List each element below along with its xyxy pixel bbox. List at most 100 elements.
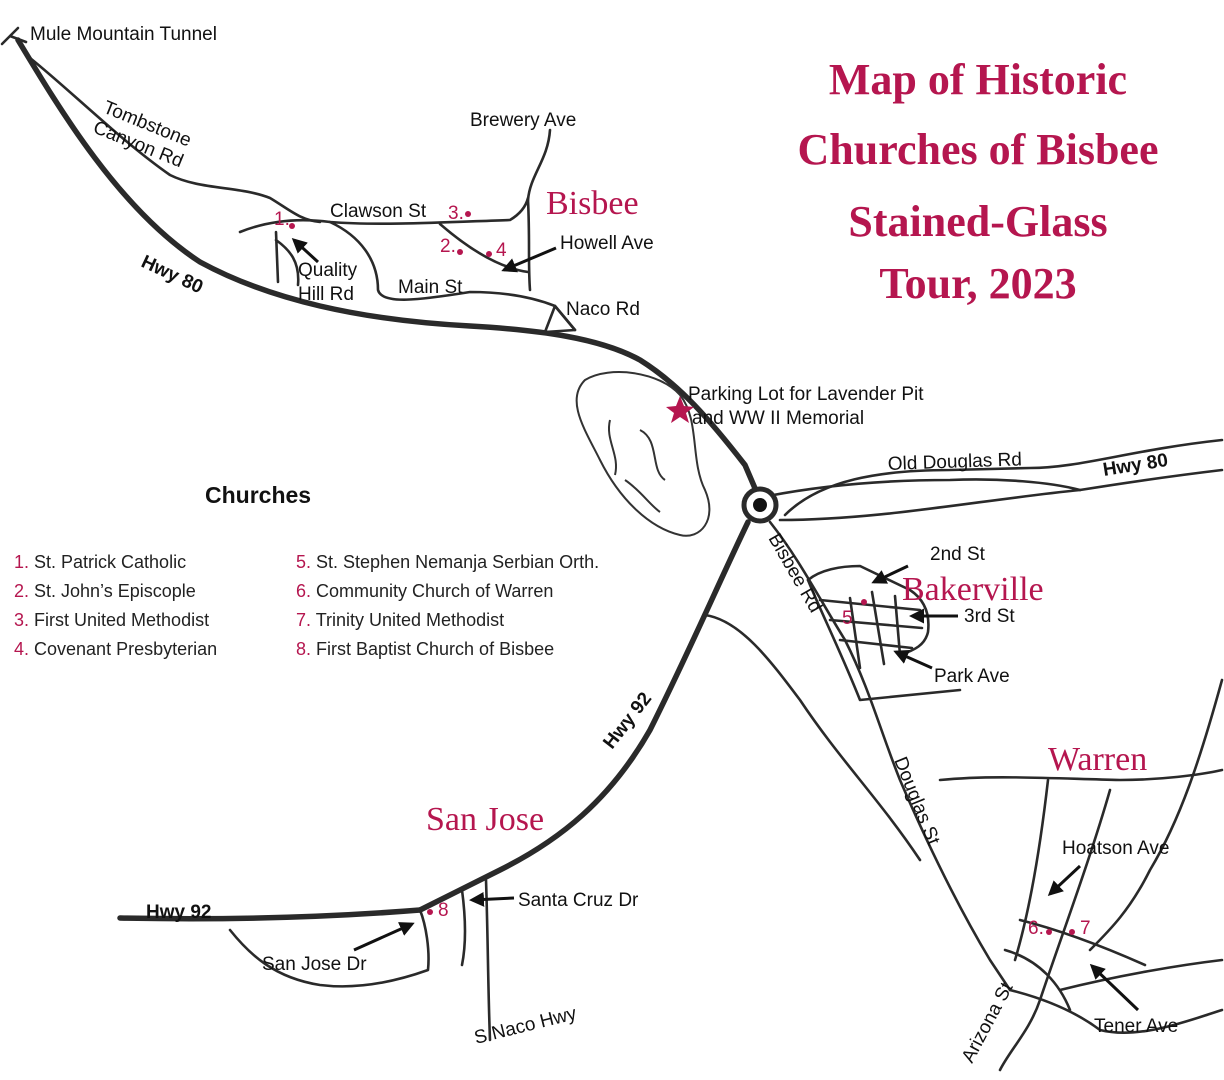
bakerville-grid bbox=[806, 564, 962, 702]
old-douglas-road bbox=[766, 478, 1082, 498]
town-warren: Warren bbox=[1048, 741, 1147, 778]
santa-cruz-drive bbox=[460, 888, 467, 967]
legend-item-number: 1. bbox=[14, 552, 34, 572]
marker-3-dot bbox=[465, 211, 471, 217]
label-quality-hill-2: Hill Rd bbox=[298, 284, 354, 305]
church-marker-1[interactable]: 1. bbox=[274, 209, 295, 230]
label-park-ave: Park Ave bbox=[934, 666, 1010, 687]
legend-item-2: 2. St. John’s Episcople bbox=[14, 581, 196, 601]
s-naco-highway bbox=[484, 878, 492, 1042]
label-hoatson-ave: Hoatson Ave bbox=[1062, 838, 1169, 859]
label-hwy-92-west: Hwy 92 bbox=[146, 902, 211, 923]
label-howell-ave: Howell Ave bbox=[560, 233, 654, 254]
label-parking-1: Parking Lot for Lavender Pit bbox=[688, 384, 924, 405]
marker-6-label: 6. bbox=[1028, 918, 1044, 939]
church-marker-2[interactable]: 2. bbox=[440, 236, 463, 257]
label-old-douglas-rd: Old Douglas Rd bbox=[887, 449, 1022, 475]
hwy-80-west bbox=[15, 37, 763, 503]
legend-item-7: 7. Trinity United Methodist bbox=[296, 610, 504, 630]
marker-5-dot bbox=[861, 599, 867, 605]
marker-2-label: 2. bbox=[440, 236, 456, 257]
map-title: Map of Historic Churches of Bisbee Stain… bbox=[798, 55, 1159, 308]
town-bisbee: Bisbee bbox=[546, 185, 639, 222]
legend-item-number: 6. bbox=[296, 581, 316, 601]
label-quality-hill-1: Quality bbox=[298, 260, 358, 281]
marker-4-label: 4 bbox=[496, 240, 507, 261]
howell-avenue bbox=[526, 198, 532, 292]
legend-item-4: 4. Covenant Presbyterian bbox=[14, 639, 217, 659]
hwy-80-east bbox=[778, 468, 1224, 522]
warren-grid bbox=[938, 678, 1224, 1072]
marker-3-label: 3. bbox=[448, 203, 464, 224]
quality-hill-road bbox=[274, 230, 300, 287]
label-clawson-st: Clawson St bbox=[330, 201, 427, 222]
legend-item-name: St. Patrick Catholic bbox=[34, 552, 186, 572]
church-marker-3[interactable]: 3. bbox=[448, 203, 471, 224]
label-hwy-80-east: Hwy 80 bbox=[1101, 450, 1169, 481]
san-jose-drive bbox=[228, 908, 430, 988]
town-labels: Bisbee Bakerville Warren San Jose bbox=[426, 185, 1147, 838]
label-parking-2: and WW II Memorial bbox=[692, 408, 864, 429]
title-line-1: Map of Historic bbox=[829, 55, 1127, 104]
eastern-road bbox=[783, 438, 1224, 517]
church-marker-6[interactable]: 6. bbox=[1028, 918, 1052, 939]
label-santa-cruz-dr: Santa Cruz Dr bbox=[518, 890, 639, 911]
clawson-street bbox=[238, 196, 530, 234]
marker-7-dot bbox=[1069, 929, 1075, 935]
legend-item-name: Trinity United Methodist bbox=[316, 610, 504, 630]
traffic-circle-center bbox=[753, 498, 767, 512]
church-marker-4[interactable]: 4 bbox=[486, 240, 507, 261]
label-mule-mountain-tunnel: Mule Mountain Tunnel bbox=[30, 24, 217, 45]
bisbee-road bbox=[768, 520, 1012, 992]
douglas-loop-road bbox=[703, 613, 922, 862]
label-brewery-ave: Brewery Ave bbox=[470, 110, 576, 131]
legend-item-6: 6. Community Church of Warren bbox=[296, 581, 553, 601]
legend-item-number: 2. bbox=[14, 581, 34, 601]
lavender-pit bbox=[575, 371, 711, 537]
marker-1-label: 1. bbox=[274, 209, 290, 230]
hwy-92-west bbox=[117, 907, 423, 922]
upper-link-road bbox=[438, 222, 530, 274]
label-main-st: Main St bbox=[398, 277, 463, 298]
legend-item-3: 3. First United Methodist bbox=[14, 610, 209, 630]
tunnel-mark bbox=[0, 26, 28, 46]
brewery-avenue bbox=[526, 128, 552, 202]
legend-item-name: First United Methodist bbox=[34, 610, 209, 630]
label-naco-rd: Naco Rd bbox=[566, 299, 640, 320]
legend-item-name: Covenant Presbyterian bbox=[34, 639, 217, 659]
church-marker-7[interactable]: 7 bbox=[1069, 918, 1091, 939]
marker-5-label: 5 bbox=[842, 608, 853, 629]
marker-6-dot bbox=[1046, 929, 1052, 935]
road-network bbox=[0, 26, 1224, 1072]
label-3rd-st: 3rd St bbox=[964, 606, 1015, 627]
marker-8-label: 8 bbox=[438, 900, 449, 921]
marker-4-dot bbox=[486, 251, 492, 257]
church-marker-5[interactable]: 5 bbox=[842, 599, 867, 629]
legend-item-5: 5. St. Stephen Nemanja Serbian Orth. bbox=[296, 552, 599, 572]
legend-item-1: 1. St. Patrick Catholic bbox=[14, 552, 186, 572]
legend-item-name: Community Church of Warren bbox=[316, 581, 553, 601]
hwy-92-north bbox=[417, 519, 751, 913]
marker-2-dot bbox=[457, 249, 463, 255]
label-tener-ave: Tener Ave bbox=[1094, 1016, 1178, 1037]
tombstone-canyon-road bbox=[28, 56, 322, 224]
church-markers: 1. 2. 3. 4 5 6. 7 8 bbox=[274, 203, 1091, 939]
label-douglas-st: Douglas St bbox=[889, 754, 944, 849]
legend-item-name: St. John’s Episcople bbox=[34, 581, 196, 601]
legend-item-number: 4. bbox=[14, 639, 34, 659]
label-san-jose-dr: San Jose Dr bbox=[262, 954, 367, 975]
town-san-jose: San Jose bbox=[426, 801, 544, 838]
naco-road bbox=[543, 304, 577, 334]
title-line-2: Churches of Bisbee bbox=[798, 125, 1159, 174]
marker-1-dot bbox=[289, 223, 295, 229]
star-icon[interactable] bbox=[666, 396, 694, 423]
legend-item-8: 8. First Baptist Church of Bisbee bbox=[296, 639, 554, 659]
legend-item-name: First Baptist Church of Bisbee bbox=[316, 639, 554, 659]
legend-title: Churches bbox=[205, 482, 311, 508]
legend-item-number: 7. bbox=[296, 610, 316, 630]
title-line-4: Tour, 2023 bbox=[879, 259, 1076, 308]
church-marker-8[interactable]: 8 bbox=[427, 900, 449, 921]
